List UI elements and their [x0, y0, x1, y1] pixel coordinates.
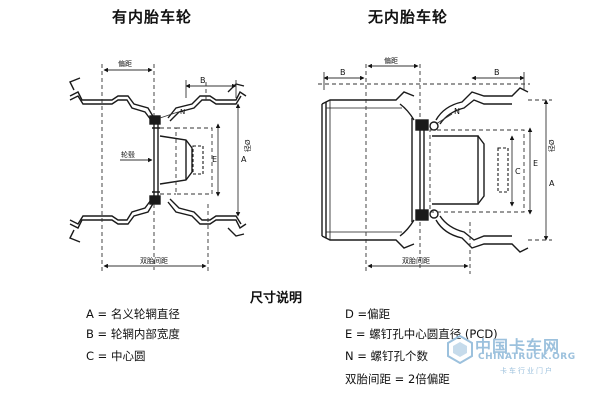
left-e-label: E [212, 155, 217, 164]
legend-item-b: B = 轮辋内部宽度 [86, 327, 180, 341]
right-wheel-dimensions [318, 63, 552, 274]
watermark-sub: 卡车行业门户 [500, 367, 554, 375]
title-tube-wheel: 有内胎车轮 [112, 8, 193, 26]
watermark-en: CHINATRUCK.ORG [478, 352, 576, 362]
legend-item-d: D =偏距 [345, 307, 391, 321]
legend-item-e: E = 螺钉孔中心圆直径 (PCD) [345, 327, 498, 341]
left-dual-spacing-label: 双胎间距 [140, 256, 168, 265]
wheel-diagram: 偏距 B N 轮毂 A E 径Ø 双胎间距 [69, 56, 556, 274]
left-hub-label: 轮毂 [121, 150, 135, 159]
watermark-logo-icon [447, 334, 473, 364]
legend-item-c: C = 中心圆 [86, 349, 146, 363]
title-tubeless-wheel: 无内胎车轮 [368, 8, 449, 26]
right-n-label: N [454, 107, 460, 116]
left-offset-label: 偏距 [118, 59, 132, 68]
right-b-left-label: B [340, 68, 346, 77]
right-e-label: E [533, 159, 538, 168]
legend-item-dual-spacing: 双胎间距 = 2倍偏距 [345, 372, 450, 386]
left-wheel-dimensions [101, 64, 241, 274]
left-diameter-label: 径Ø [243, 139, 252, 152]
right-a-label: A [549, 179, 555, 188]
right-dual-spacing-label: 双胎间距 [402, 256, 430, 265]
right-c-label: C [515, 167, 521, 176]
right-wheel-drawing [321, 87, 529, 253]
left-b-label: B [200, 76, 206, 85]
watermark-cn: 中国卡车网 [475, 337, 561, 356]
right-b-right-label: B [494, 68, 500, 77]
legend-title: 尺寸说明 [250, 291, 303, 306]
left-a-label: A [241, 155, 247, 164]
right-diameter-label: 径Ø [547, 139, 556, 152]
legend-item-a: A = 名义轮辋直径 [86, 307, 180, 321]
left-n-label: N [180, 108, 185, 116]
legend-item-n: N = 螺钉孔个数 [345, 349, 429, 363]
right-offset-label: 偏距 [384, 56, 398, 65]
left-wheel-drawing [69, 77, 247, 243]
